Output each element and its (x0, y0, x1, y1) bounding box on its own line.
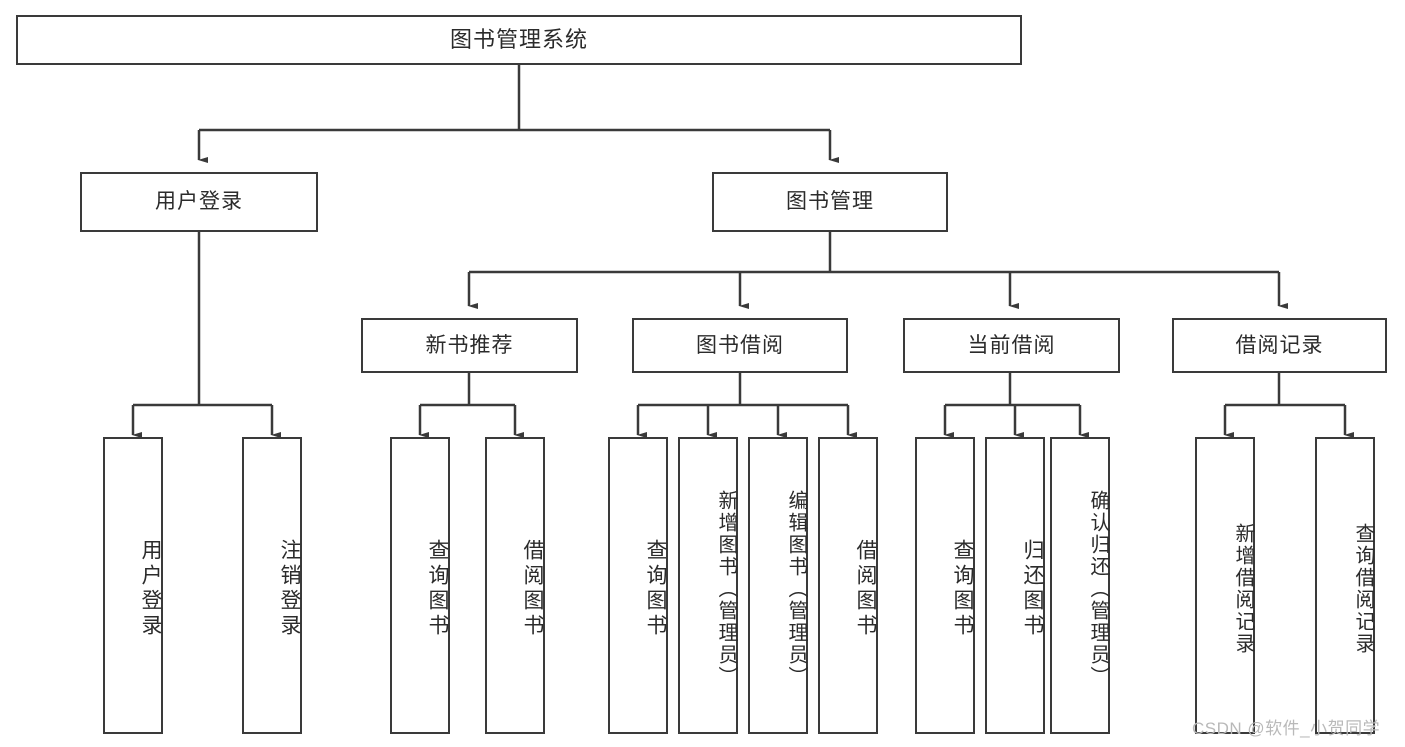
leaf-borrow-add-book-label: 新增图书（管理员） (715, 489, 737, 688)
leaf-recommend-query-book-label: 查询图书 (426, 538, 449, 639)
node-book-borrow[interactable]: 图书借阅 (632, 318, 848, 373)
leaf-current-return-book-label: 归还图书 (1021, 538, 1044, 639)
leaf-record-query-record-label: 查询借阅记录 (1352, 522, 1374, 655)
leaf-borrow-borrow-book-label: 借阅图书 (854, 538, 877, 639)
leaf-record-query-record[interactable]: 查询借阅记录 (1315, 437, 1375, 734)
leaf-recommend-borrow-book-label: 借阅图书 (521, 538, 544, 639)
node-new-book-recommend-label: 新书推荐 (425, 333, 514, 357)
leaf-current-query-book-label: 查询图书 (951, 538, 974, 639)
leaf-borrow-edit-book[interactable]: 编辑图书（管理员） (748, 437, 808, 734)
node-root-system-label: 图书管理系统 (449, 26, 588, 52)
leaf-user-login-signout-label: 注销登录 (278, 538, 301, 639)
leaf-user-login-signin-label: 用户登录 (139, 538, 162, 639)
leaf-record-add-record[interactable]: 新增借阅记录 (1195, 437, 1255, 734)
csdn-watermark: CSDN @软件_小贺同学 (1192, 714, 1380, 739)
leaf-borrow-query-book-label: 查询图书 (644, 538, 667, 639)
node-user-login-label: 用户登录 (155, 190, 243, 214)
node-book-management-label: 图书管理 (786, 190, 874, 214)
leaf-current-confirm-return[interactable]: 确认归还（管理员） (1050, 437, 1110, 734)
node-new-book-recommend[interactable]: 新书推荐 (361, 318, 578, 373)
leaf-current-confirm-return-label: 确认归还（管理员） (1087, 489, 1109, 688)
leaf-recommend-borrow-book[interactable]: 借阅图书 (485, 437, 545, 734)
node-root-system[interactable]: 图书管理系统 (16, 15, 1022, 65)
csdn-watermark-text: CSDN @软件_小贺同学 (1192, 719, 1381, 738)
node-user-login[interactable]: 用户登录 (80, 172, 318, 232)
node-current-borrow-label: 当前借阅 (967, 333, 1056, 357)
node-current-borrow[interactable]: 当前借阅 (903, 318, 1120, 373)
node-borrow-record[interactable]: 借阅记录 (1172, 318, 1387, 373)
leaf-borrow-query-book[interactable]: 查询图书 (608, 437, 668, 734)
leaf-current-query-book[interactable]: 查询图书 (915, 437, 975, 734)
leaf-recommend-query-book[interactable]: 查询图书 (390, 437, 450, 734)
leaf-current-return-book[interactable]: 归还图书 (985, 437, 1045, 734)
node-book-management[interactable]: 图书管理 (712, 172, 948, 232)
leaf-user-login-signout[interactable]: 注销登录 (242, 437, 302, 734)
leaf-borrow-borrow-book[interactable]: 借阅图书 (818, 437, 878, 734)
leaf-borrow-add-book[interactable]: 新增图书（管理员） (678, 437, 738, 734)
node-book-borrow-label: 图书借阅 (696, 333, 784, 357)
leaf-user-login-signin[interactable]: 用户登录 (103, 437, 163, 734)
leaf-record-add-record-label: 新增借阅记录 (1232, 522, 1254, 655)
leaf-borrow-edit-book-label: 编辑图书（管理员） (785, 489, 807, 688)
node-borrow-record-label: 借阅记录 (1235, 333, 1324, 357)
